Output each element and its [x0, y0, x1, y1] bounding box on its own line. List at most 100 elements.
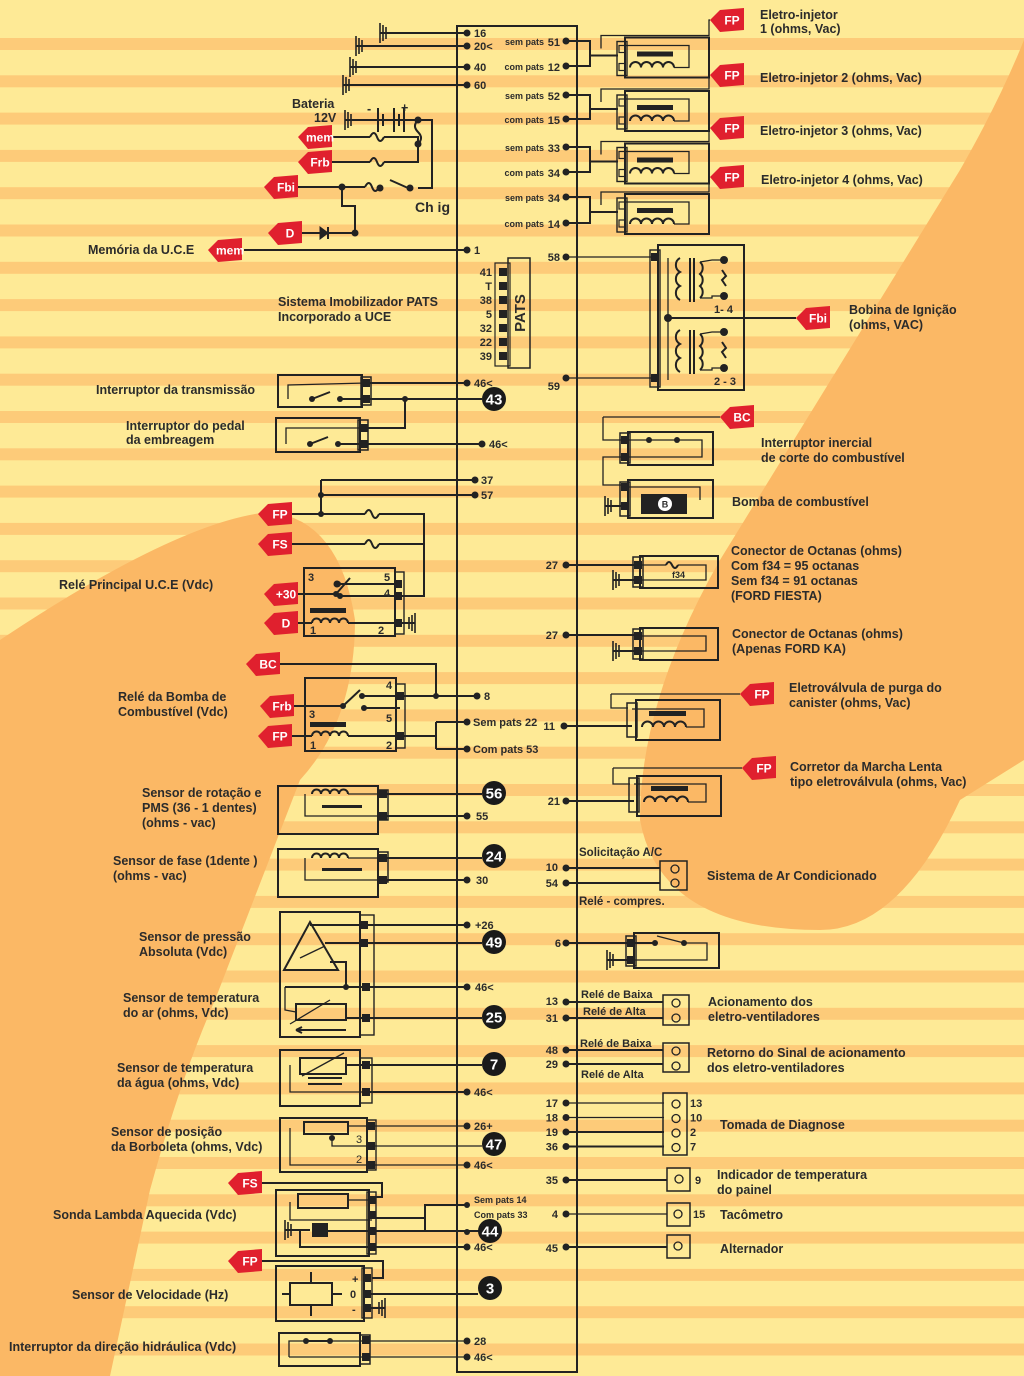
tag-shape: [258, 724, 292, 748]
fuel-pump-housing: [627, 479, 714, 519]
ecu-pin-10: 10: [546, 862, 558, 874]
label-marcha-lenta: tipo eletroválvula (ohms, Vac): [790, 775, 966, 789]
coil-core: [637, 51, 673, 57]
stripe: [0, 1231, 1024, 1244]
stripe: [0, 1343, 1024, 1356]
connector-housing: [626, 702, 638, 738]
label-tacometro: Tacômetro: [720, 1208, 783, 1222]
wire: [289, 1128, 371, 1166]
wire: [625, 439, 703, 458]
tag-mem-uce: mem: [208, 238, 244, 262]
pats-pin: 22: [480, 337, 492, 349]
ecu-pin-30: 30: [476, 875, 488, 887]
ecu-pin: 40: [474, 62, 486, 74]
ignition-coil-icon: [674, 257, 728, 302]
junction-dot: [463, 1337, 471, 1345]
label-rotacao: (ohms - vac): [142, 816, 216, 830]
wire: [632, 708, 705, 728]
terminal: [362, 1014, 370, 1022]
connector-housing: [359, 1334, 371, 1365]
tag-label: FP: [756, 762, 771, 776]
tag-bc-inertia: BC: [720, 405, 754, 429]
wire: [566, 146, 591, 173]
ecu-pin-circle: 24: [482, 844, 506, 868]
coil-core: [310, 722, 346, 727]
injector-pin-label: com pats: [504, 168, 544, 178]
junction-dot: [351, 229, 359, 237]
pin-number: 3: [486, 1281, 494, 1298]
connector-housing: [619, 481, 631, 517]
terminal: [379, 876, 387, 884]
terminal: [367, 1142, 375, 1150]
junction-dot: [463, 983, 471, 991]
switch-contact-icon: [309, 436, 329, 445]
pats-connector: [494, 262, 511, 367]
injector-pin-label: sem pats: [505, 37, 544, 47]
pats-terminal: [499, 268, 507, 276]
ecu-pin-35: 35: [546, 1175, 558, 1187]
ecu-pin-31: 31: [546, 1013, 558, 1025]
tag-fp: FP: [258, 502, 292, 526]
ecu-pin-46: 46<: [474, 1160, 493, 1172]
label-embreagem: Interruptor do pedal: [126, 419, 245, 433]
stripe: [0, 1194, 1024, 1207]
tag-shape: [228, 1171, 262, 1195]
tag-fbi: Fbi: [264, 175, 298, 199]
pin-number: 56: [486, 786, 503, 803]
battery-minus: -: [367, 102, 371, 116]
label-temp-painel: do painel: [717, 1183, 772, 1197]
ecu-pin-4: 4: [552, 1209, 559, 1221]
pin-number: 7: [490, 1057, 498, 1074]
injector-housing: [624, 90, 710, 132]
wire: [299, 1230, 467, 1248]
terminal: [379, 854, 387, 862]
tag-shape: [796, 306, 830, 330]
relay-pin-4: 4: [384, 588, 391, 600]
ecu-pin: 52: [548, 91, 560, 103]
tag-fp-relay: FP: [258, 724, 292, 748]
terminal: [379, 812, 387, 820]
stripe: [0, 1306, 1024, 1319]
label-diagnose: Tomada de Diagnose: [720, 1118, 845, 1132]
pin-number: 44: [482, 1224, 499, 1241]
connector-housing: [616, 146, 628, 183]
pump-symbol-label: B: [662, 500, 669, 510]
tag-shape: [260, 694, 294, 718]
stripe: [0, 149, 1024, 162]
junction-dot: [463, 1088, 471, 1096]
label-canister: canister (ohms, Vac): [789, 696, 911, 710]
spark-icon: [720, 269, 728, 287]
inertia-switch-housing: [627, 431, 714, 466]
wire: [625, 98, 690, 122]
tag-fp-injector: FP: [710, 8, 744, 32]
tag-shape: [208, 238, 242, 262]
relay-pin-4: 4: [386, 680, 393, 692]
tps-potentiometer-icon: [303, 1121, 349, 1135]
tag-shape: [710, 116, 744, 140]
speed-pin-zero: 0: [350, 1289, 356, 1301]
wire: [304, 794, 383, 817]
connector-pin: [671, 1142, 681, 1153]
ecu-pin-46: 46<: [475, 982, 494, 994]
ac-relay-contact-icon: [656, 935, 685, 944]
ecu-pin-sem-pats-14: Sem pats 14: [474, 1195, 527, 1205]
tag-d-relay: D: [264, 611, 298, 635]
connector-housing: [625, 935, 637, 967]
label-ac-request: Solicitação A/C: [579, 847, 662, 859]
terminal: [396, 692, 404, 700]
ground-icon: [612, 641, 620, 661]
relay-pin-2: 2: [378, 625, 384, 637]
connector-housing: [649, 249, 661, 388]
lambda-element-icon: [312, 1223, 328, 1237]
junction-dot: [471, 491, 479, 499]
wire: [384, 144, 419, 163]
pin-circle: [482, 844, 506, 868]
octane-connector-housing: [639, 555, 719, 589]
pin-number: 43: [486, 392, 503, 409]
tag-bc: BC: [246, 652, 280, 676]
stripe: [0, 224, 1024, 237]
pats-pin: T: [485, 281, 492, 293]
ground-icon: [408, 613, 416, 633]
connector-housing: [366, 1191, 377, 1255]
